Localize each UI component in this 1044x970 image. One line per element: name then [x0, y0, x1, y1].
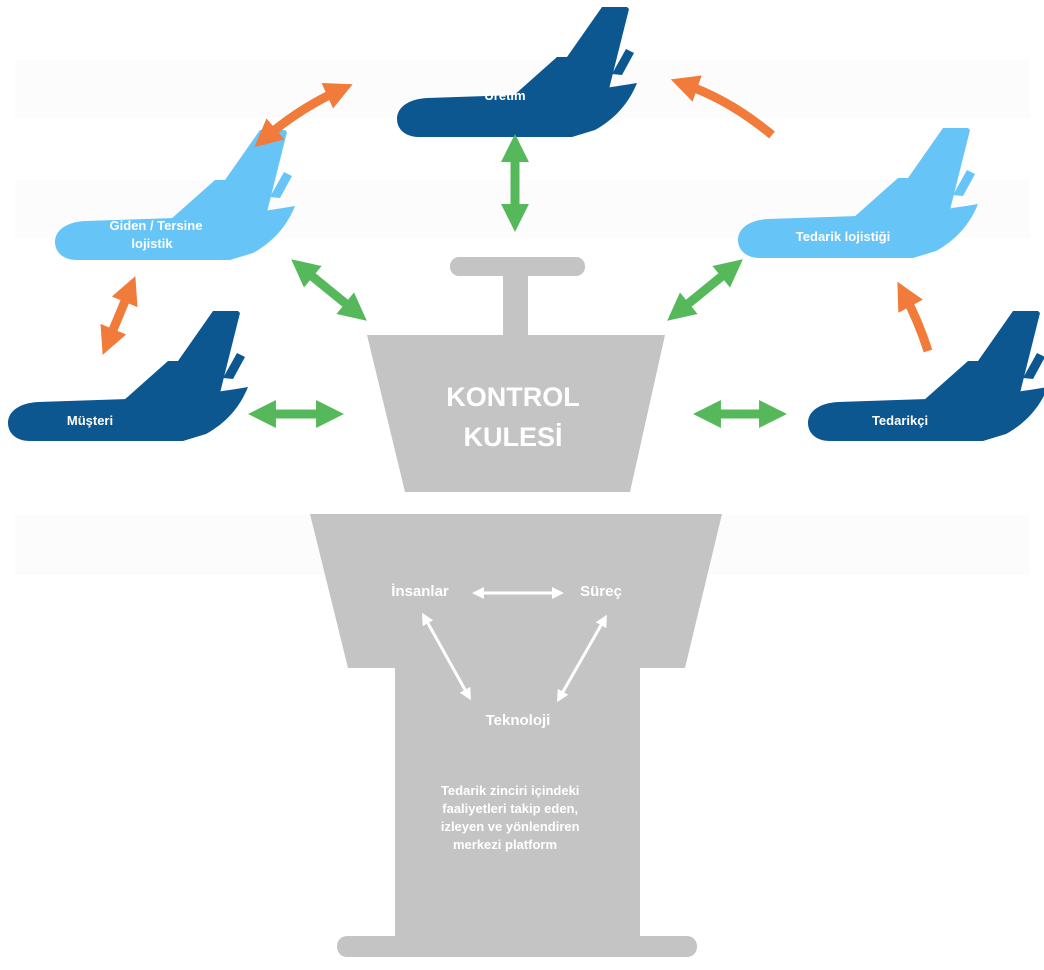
arrow-giden-musteri	[100, 276, 138, 355]
plane-label-giden-line2: lojistik	[131, 236, 173, 251]
tower-title-line2: KULESİ	[463, 422, 562, 452]
tower-shaft	[395, 664, 640, 937]
tower-antenna-mast	[503, 272, 528, 337]
tower-desc-line4: merkezi platform	[453, 837, 557, 852]
orange-arrows	[100, 75, 933, 355]
tower-desc-line2: faaliyetleri takip eden,	[442, 801, 578, 816]
arrow-giden-tower	[291, 259, 367, 321]
tower-cab	[367, 335, 665, 492]
tower-desc-line3: izleyen ve yönlendiren	[441, 819, 580, 834]
plane-giden-tersine: Giden / Tersine lojistik	[55, 130, 295, 260]
plane-label-uretim: Üretim	[484, 88, 525, 103]
plane-label-tedarikci: Tedarikçi	[872, 413, 928, 428]
arrow-tedarik-uretim	[670, 75, 775, 139]
plane-icon	[8, 311, 248, 441]
arrow-people-technology	[422, 612, 471, 701]
tower-inner-arrows	[422, 587, 607, 703]
node-process: Süreç	[580, 583, 622, 600]
node-people: İnsanlar	[391, 583, 449, 600]
plane-tedarikci: Tedarikçi	[808, 311, 1044, 441]
arrow-tedarikci-tedarik	[897, 281, 933, 353]
tower-desc-line1: Tedarik zinciri içindeki	[441, 783, 579, 798]
tower-middle	[310, 514, 722, 668]
tower-description: Tedarik zinciri içindeki faaliyetleri ta…	[441, 783, 583, 852]
tower-title-line1: KONTROL	[446, 382, 579, 412]
plane-tedarik-lojistigi: Tedarik lojistiği	[738, 128, 978, 258]
node-technology: Teknoloji	[486, 712, 551, 729]
control-tower	[310, 257, 722, 957]
green-arrows	[248, 134, 787, 428]
plane-label-giden-line1: Giden / Tersine	[110, 218, 203, 233]
tower-base	[337, 936, 697, 957]
arrow-tedarik-tower	[667, 259, 743, 321]
arrow-uretim-giden	[254, 83, 353, 148]
plane-label-musteri: Müşteri	[67, 413, 113, 428]
plane-musteri: Müşteri	[8, 311, 248, 441]
tower-antenna-bar	[450, 257, 585, 276]
plane-label-tedarik-lojistigi: Tedarik lojistiği	[796, 229, 890, 244]
arrow-process-technology	[557, 614, 607, 703]
plane-uretim: Üretim	[397, 7, 637, 137]
